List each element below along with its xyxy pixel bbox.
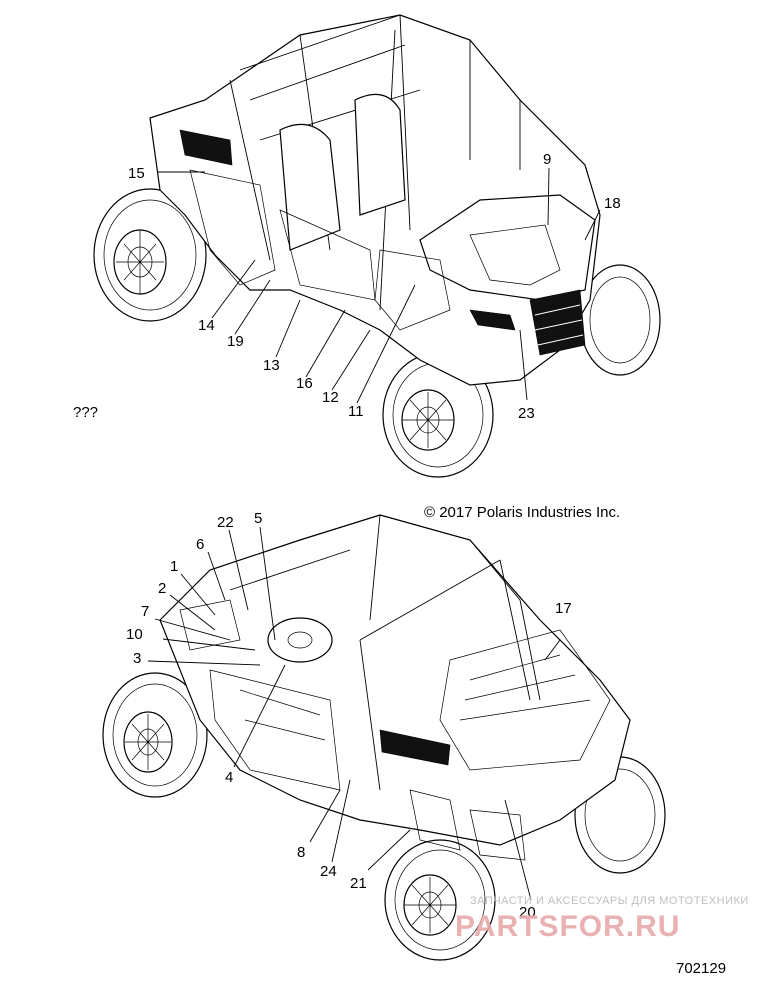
callout-1: 1 <box>170 558 178 575</box>
callout-21: 21 <box>350 875 367 892</box>
callout-20: 20 <box>519 904 536 921</box>
callout-19: 19 <box>227 333 244 350</box>
callout-8: 8 <box>297 844 305 861</box>
watermark-logo: PARTSFOR.RU <box>455 910 680 943</box>
wheel-front-right-top <box>579 264 661 376</box>
vehicle-drawing-bottom <box>102 514 666 961</box>
callout-23: 23 <box>518 405 535 422</box>
callout-9: 9 <box>543 151 551 168</box>
callout-17: 17 <box>555 600 572 617</box>
wheel-rear-left-bottom <box>384 839 496 961</box>
callout-2: 2 <box>158 580 166 597</box>
callout-6: 6 <box>196 536 204 553</box>
callout-10: 10 <box>126 626 143 643</box>
callout-15: 15 <box>128 165 145 182</box>
callouts-bottom: 22 5 6 1 2 7 10 3 17 4 8 24 21 20 <box>126 510 572 921</box>
vehicle-drawing-top <box>93 14 661 478</box>
leader-lines-top <box>158 167 601 404</box>
copyright: © 2017 Polaris Industries Inc. <box>424 504 620 521</box>
callout-18: 18 <box>604 195 621 212</box>
callout-3: 3 <box>133 650 141 667</box>
callout-13: 13 <box>263 357 280 374</box>
callout-14: 14 <box>198 317 215 334</box>
callout-12: 12 <box>322 389 339 406</box>
watermark-tagline: ЗАПЧАСТИ И АКСЕССУАРЫ ДЛЯ МОТОТЕХНИКИ <box>470 895 749 907</box>
wheel-front-left-bottom <box>102 672 208 798</box>
callout-7: 7 <box>141 603 149 620</box>
leader-lines-bottom <box>147 526 561 901</box>
callout-22: 22 <box>217 514 234 531</box>
watermark: ЗАПЧАСТИ И АКСЕССУАРЫ ДЛЯ МОТОТЕХНИКИ PA… <box>455 895 749 943</box>
callouts-top: 15 9 18 14 19 13 16 12 11 23 <box>128 151 621 422</box>
callout-5: 5 <box>254 510 262 527</box>
callout-4: 4 <box>225 769 233 786</box>
callout-16: 16 <box>296 375 313 392</box>
callout-11: 11 <box>348 403 364 420</box>
callout-24: 24 <box>320 863 337 880</box>
diagram-number: 702129 <box>676 960 726 977</box>
unknown-mark: ??? <box>73 404 98 421</box>
wheel-rear-left-top <box>93 188 207 322</box>
wheel-front-left-top <box>382 352 494 478</box>
